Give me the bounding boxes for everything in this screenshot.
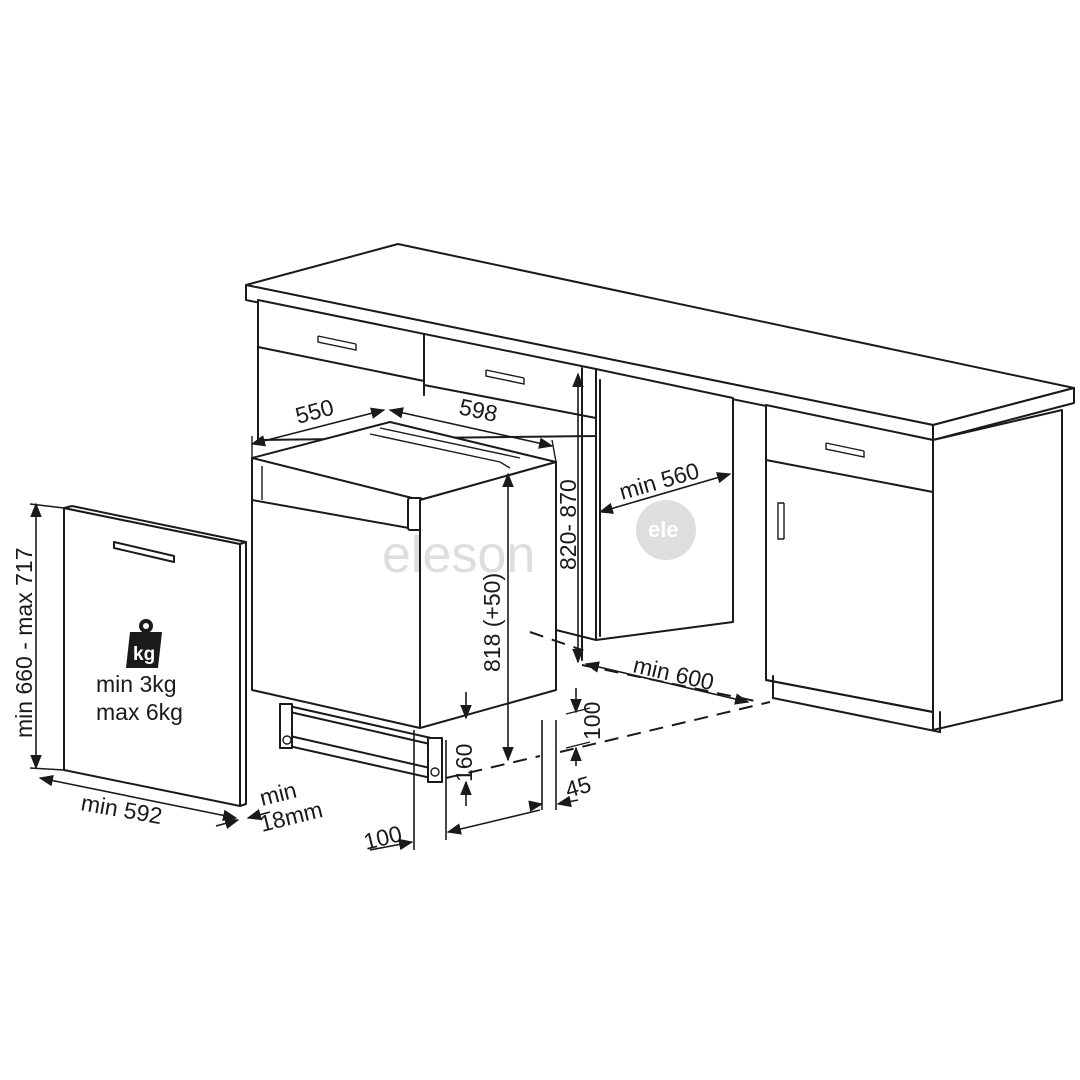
right-cabinet <box>765 404 1063 733</box>
min-depth-label: min 600 <box>631 652 717 696</box>
drawer-handle-3 <box>825 442 865 458</box>
drawer-handle-1 <box>317 335 357 351</box>
kg-weight-icon: kg <box>126 619 162 668</box>
countertop <box>245 243 1075 441</box>
panel-handle <box>113 541 175 563</box>
dimension-lines <box>29 372 750 851</box>
panel-width-label: min 592 <box>79 789 164 829</box>
dishwasher <box>251 421 557 783</box>
plinth-gap-label: 100 <box>579 702 605 740</box>
appliance-height-label: 818 (+50) <box>479 573 505 672</box>
door-handle <box>777 502 785 540</box>
watermark: eleson ele <box>382 500 696 584</box>
drawer-handle-2 <box>485 369 525 385</box>
watermark-text: eleson <box>382 526 535 584</box>
plinth-height-label: 160 <box>451 744 477 782</box>
niche-height-label: 820- 870 <box>555 479 581 570</box>
dishwasher-front <box>251 457 421 729</box>
watermark-circle-text: ele <box>648 517 679 542</box>
weight-max-label: max 6kg <box>96 699 183 725</box>
panel-height-label: min 660 - max 717 <box>11 548 37 738</box>
door-panel: kg min 3kg max 6kg <box>63 505 247 807</box>
weight-min-label: min 3kg <box>96 671 177 697</box>
kitchen-cabinets <box>245 243 1075 733</box>
plinth-depth-label: 45 <box>562 771 594 803</box>
front-gap-label: 100 <box>361 820 405 855</box>
watermark-circle <box>636 500 696 560</box>
kg-icon-text: kg <box>133 644 155 665</box>
dimension-labels: 550 598 820- 870 min 560 818 (+50) min 6… <box>11 393 716 854</box>
